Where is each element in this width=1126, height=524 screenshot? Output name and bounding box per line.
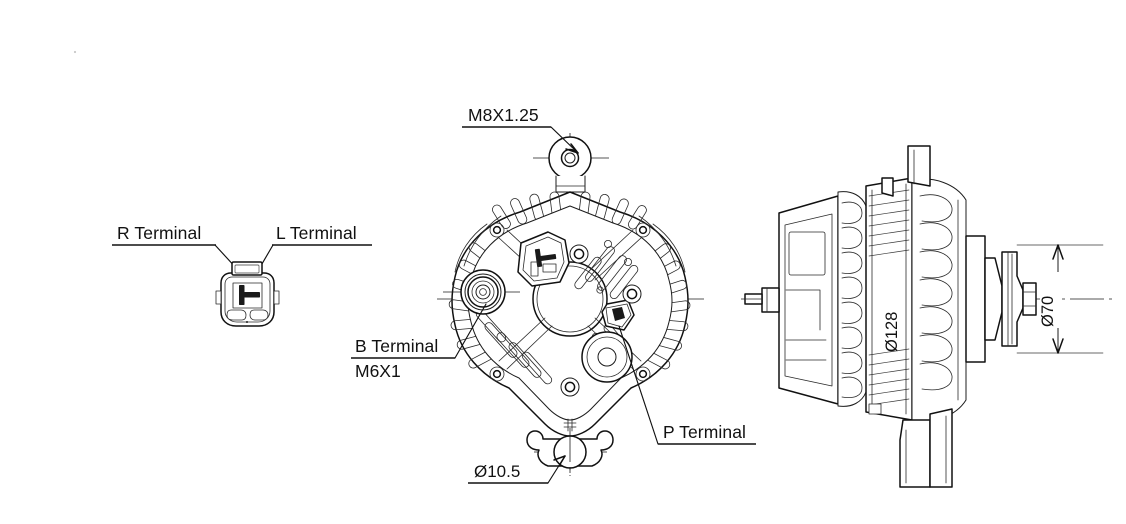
b-terminal-sublabel: M6X1 [355,361,401,381]
regulator-connector [517,231,570,287]
adjuster-bracket [881,145,931,197]
regulator-cover [788,231,826,276]
cover-bolt-bosses [489,222,651,397]
callout-p-terminal: P Terminal [618,325,756,445]
m8-thread-label: M8X1.25 [468,105,539,125]
l-terminal-label: L Terminal [276,223,357,243]
drive-end-boss [581,331,633,383]
alternator-front-view: M8X1.25 B Terminal M6X1 P Terminal [351,105,756,484]
drive-fin-stack [911,178,967,422]
rear-cover-block [744,195,839,405]
alternator-side-view: Ø128 Ø70 [741,145,1112,488]
dimension-pulley-diameter: Ø70 [1016,244,1104,354]
callout-r-terminal: R Terminal [112,223,216,246]
callout-l-terminal: L Terminal [272,223,372,246]
side-mounting-foot [899,408,953,488]
mount-hole-label: Ø10.5 [474,462,520,481]
body-diameter-label: Ø128 [883,312,901,352]
b-terminal-label: B Terminal [355,336,438,356]
p-terminal-label: P Terminal [663,422,746,442]
dimension-body-diameter: Ø128 [883,312,901,352]
l-terminal-blade [244,292,260,298]
rear-fin-stack [837,191,867,407]
connector-detail-view: R Terminal L Terminal [112,223,372,327]
callout-b-terminal: B Terminal M6X1 [351,303,487,381]
vent-slots-right [574,246,639,300]
r-terminal-blade [239,285,245,305]
callout-mount-hole: Ø10.5 [468,455,566,484]
stator-core-band [865,177,913,421]
callout-m8-thread: M8X1.25 [462,105,579,154]
r-terminal-label: R Terminal [117,223,201,243]
pulley-diameter-label: Ø70 [1039,296,1057,327]
connector-housing [215,261,280,327]
pulley-assembly [965,235,1037,363]
scan-speck [73,50,77,54]
vent-slots-lower-left [475,309,553,385]
